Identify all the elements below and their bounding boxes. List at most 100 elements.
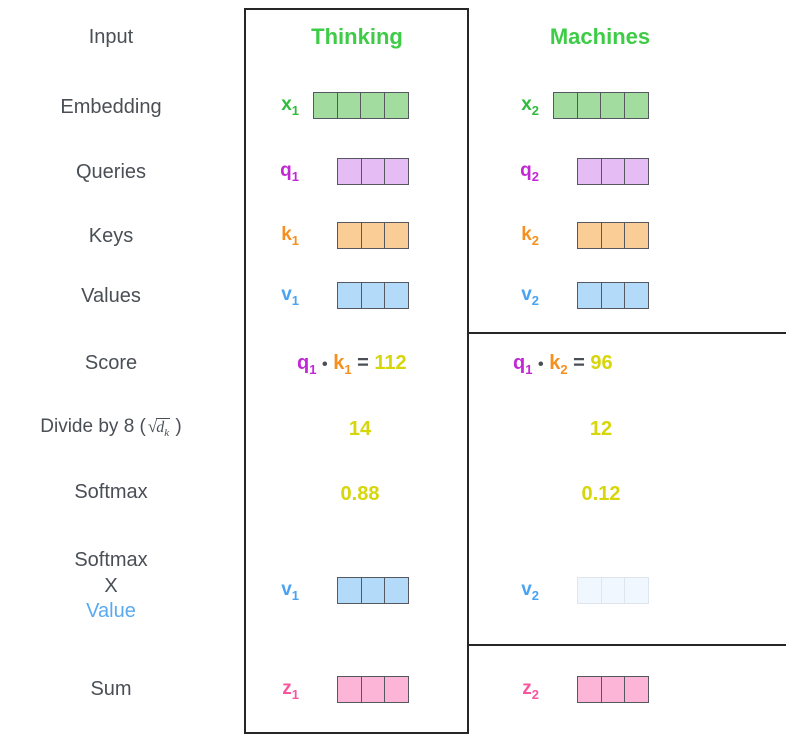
dot-product-operator: •: [322, 356, 328, 373]
divide-suffix-text: ): [175, 416, 182, 437]
vector-letter: v: [521, 578, 532, 600]
vector-index: 1: [291, 168, 299, 184]
vector-cells-v1: [337, 282, 409, 309]
vector-cells-k2: [577, 222, 649, 249]
row-label-softmax: Softmax: [74, 481, 148, 503]
score-k-term: k2: [549, 352, 568, 377]
score-q-letter: q: [297, 352, 310, 374]
column-header-machines: Machines: [549, 24, 651, 49]
vector-cell: [600, 676, 626, 703]
vector-cell: [553, 92, 578, 119]
vector-cell: [577, 577, 602, 604]
vector-label-x2: x2: [505, 95, 539, 117]
times-symbol: X: [104, 574, 118, 597]
score-q-letter: q: [513, 352, 526, 374]
vector-cell: [337, 158, 362, 185]
vector-cell: [384, 676, 409, 703]
row-label-sum: Sum: [90, 678, 132, 700]
vector-label-k2: k2: [505, 225, 539, 247]
vector-x1: x1: [265, 92, 409, 119]
vector-label-q2: q2: [505, 161, 539, 183]
vector-cell: [624, 282, 649, 309]
dk-subscript: k: [164, 427, 170, 440]
vector-v2: v2: [505, 282, 649, 309]
score-result-value: 112: [374, 352, 407, 374]
score-q-index: 1: [525, 362, 533, 377]
radicand: dk: [156, 418, 171, 440]
softmax-word: Softmax: [74, 549, 148, 571]
score-k-letter: k: [333, 352, 345, 374]
vector-q2: q2: [505, 158, 649, 185]
softmax-result-col2: 0.12: [581, 483, 621, 505]
vector-cells-x2: [553, 92, 649, 119]
vector-cells-x1: [313, 92, 409, 119]
score-expression-col2: q1 • k2 = 96: [513, 353, 613, 376]
vector-letter: k: [521, 223, 532, 245]
score-q-term: q1: [297, 352, 317, 377]
dot-product-operator: •: [538, 356, 544, 373]
row-label-keys: Keys: [88, 225, 134, 247]
vector-z2: z2: [505, 676, 649, 703]
score-q-index: 1: [309, 362, 317, 377]
vector-index: 2: [531, 168, 539, 184]
row-label-embedding: Embedding: [60, 96, 162, 118]
vector-cell: [623, 92, 649, 119]
vector-cells-z2: [577, 676, 649, 703]
equals-sign: =: [573, 352, 585, 374]
vector-cell: [577, 676, 602, 703]
vector-cell: [337, 577, 362, 604]
vector-index: 1: [291, 102, 299, 118]
vector-cell: [577, 222, 602, 249]
divide-prefix-text: Divide by 8 (: [40, 416, 146, 437]
vector-letter: v: [281, 578, 292, 600]
vector-cell: [337, 222, 362, 249]
sqrt-dk-formula: √dk: [146, 417, 171, 440]
softmax-result-col1: 0.88: [340, 483, 380, 505]
score-k-term: k1: [333, 352, 351, 376]
vector-cell: [576, 92, 602, 119]
vector-index: 2: [531, 292, 539, 308]
vector-v2-weighted: v2: [505, 577, 649, 604]
vector-cell: [337, 282, 362, 309]
dk-symbol: d: [156, 419, 165, 436]
vector-index: 1: [291, 587, 299, 603]
vector-letter: v: [281, 283, 292, 305]
vector-cell: [624, 676, 649, 703]
vector-label-v1: v1: [265, 285, 299, 307]
vector-cells-v2: [577, 282, 649, 309]
vector-index: 1: [291, 686, 299, 702]
row-label-score: Score: [84, 352, 138, 374]
score-k-index: 2: [560, 362, 568, 377]
vector-label-v2: v2: [505, 285, 539, 307]
row-label-queries: Queries: [75, 161, 147, 183]
score-result-value: 96: [590, 352, 613, 374]
vector-k2: k2: [505, 222, 649, 249]
score-q-term: q1: [513, 352, 533, 377]
vector-cells-v2-weighted: [577, 577, 649, 604]
vector-v1-weighted: v1: [265, 577, 409, 604]
vector-letter: k: [281, 223, 292, 245]
vector-label-v2-weighted: v2: [505, 580, 539, 602]
vector-cell: [360, 158, 386, 185]
vector-cell: [313, 92, 338, 119]
score-expression-col1: q1 • k1 = 112: [297, 353, 407, 376]
vector-letter: z: [522, 677, 532, 699]
vector-label-k1: k1: [265, 225, 299, 247]
row-label-values: Values: [81, 285, 141, 307]
vector-cell: [600, 92, 625, 119]
vector-cell: [384, 222, 409, 249]
vector-cell: [360, 222, 386, 249]
vector-label-v1-weighted: v1: [265, 580, 299, 602]
vector-z1: z1: [265, 676, 409, 703]
vector-cell: [360, 676, 386, 703]
vector-letter: q: [280, 159, 292, 181]
vector-label-z2: z2: [505, 679, 539, 701]
vector-label-z1: z1: [265, 679, 299, 701]
score-k-letter: k: [549, 352, 561, 374]
vector-cell: [360, 92, 385, 119]
vector-cell: [384, 577, 409, 604]
vector-cell: [624, 222, 649, 249]
vector-letter: v: [521, 283, 532, 305]
vector-cell: [624, 158, 649, 185]
vector-index: 2: [531, 686, 539, 702]
